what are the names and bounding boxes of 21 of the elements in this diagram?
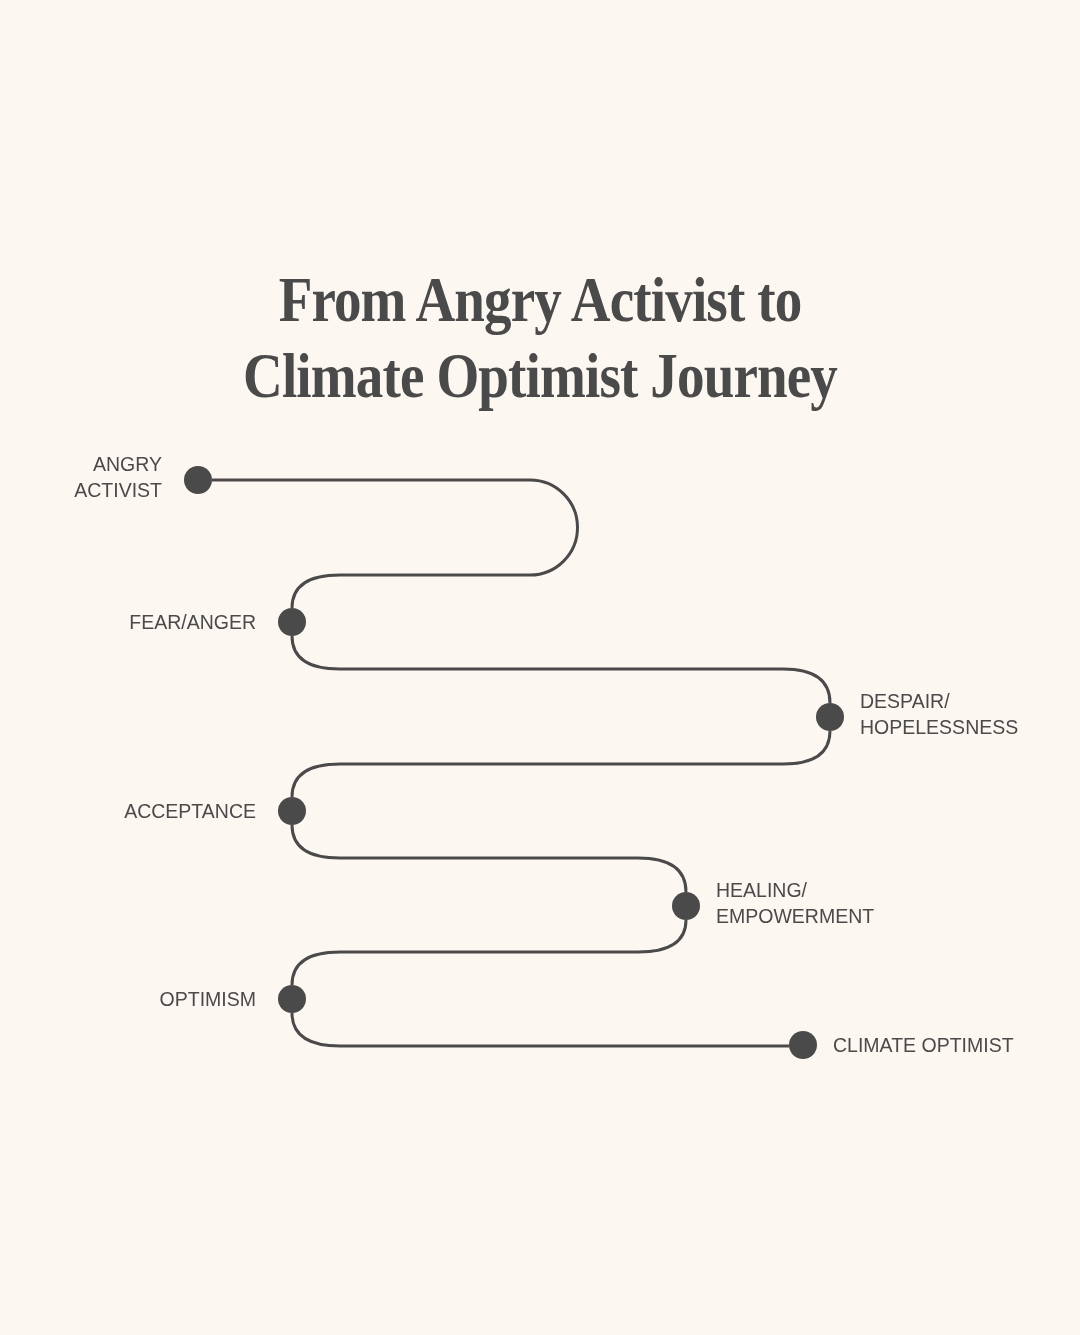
title: From Angry Activist to Climate Optimist Journey — [242, 263, 839, 413]
milestone-dot — [184, 466, 212, 494]
milestone-dot — [278, 985, 306, 1013]
milestone-dot — [278, 608, 306, 636]
path-line — [290, 730, 832, 798]
stage-label: ANGRY ACTIVIST — [73, 452, 162, 503]
path-line — [290, 919, 688, 986]
milestone-dot — [789, 1031, 817, 1059]
milestone-dot — [278, 797, 306, 825]
stage-label: FEAR/ANGER — [128, 610, 256, 635]
path-line — [290, 824, 688, 893]
stage-label: DESPAIR/ HOPELESSNESS — [860, 689, 1020, 740]
stage-label: HEALING/ EMPOWERMENT — [716, 878, 876, 929]
milestone-dot — [816, 703, 844, 731]
path-line — [212, 478, 579, 609]
stage-label: ACCEPTANCE — [123, 799, 256, 824]
stage-label: OPTIMISM — [158, 987, 256, 1012]
stage-label: CLIMATE OPTIMIST — [833, 1033, 1015, 1058]
path-line — [290, 1012, 789, 1048]
milestone-dot — [672, 892, 700, 920]
path-line — [290, 635, 832, 704]
